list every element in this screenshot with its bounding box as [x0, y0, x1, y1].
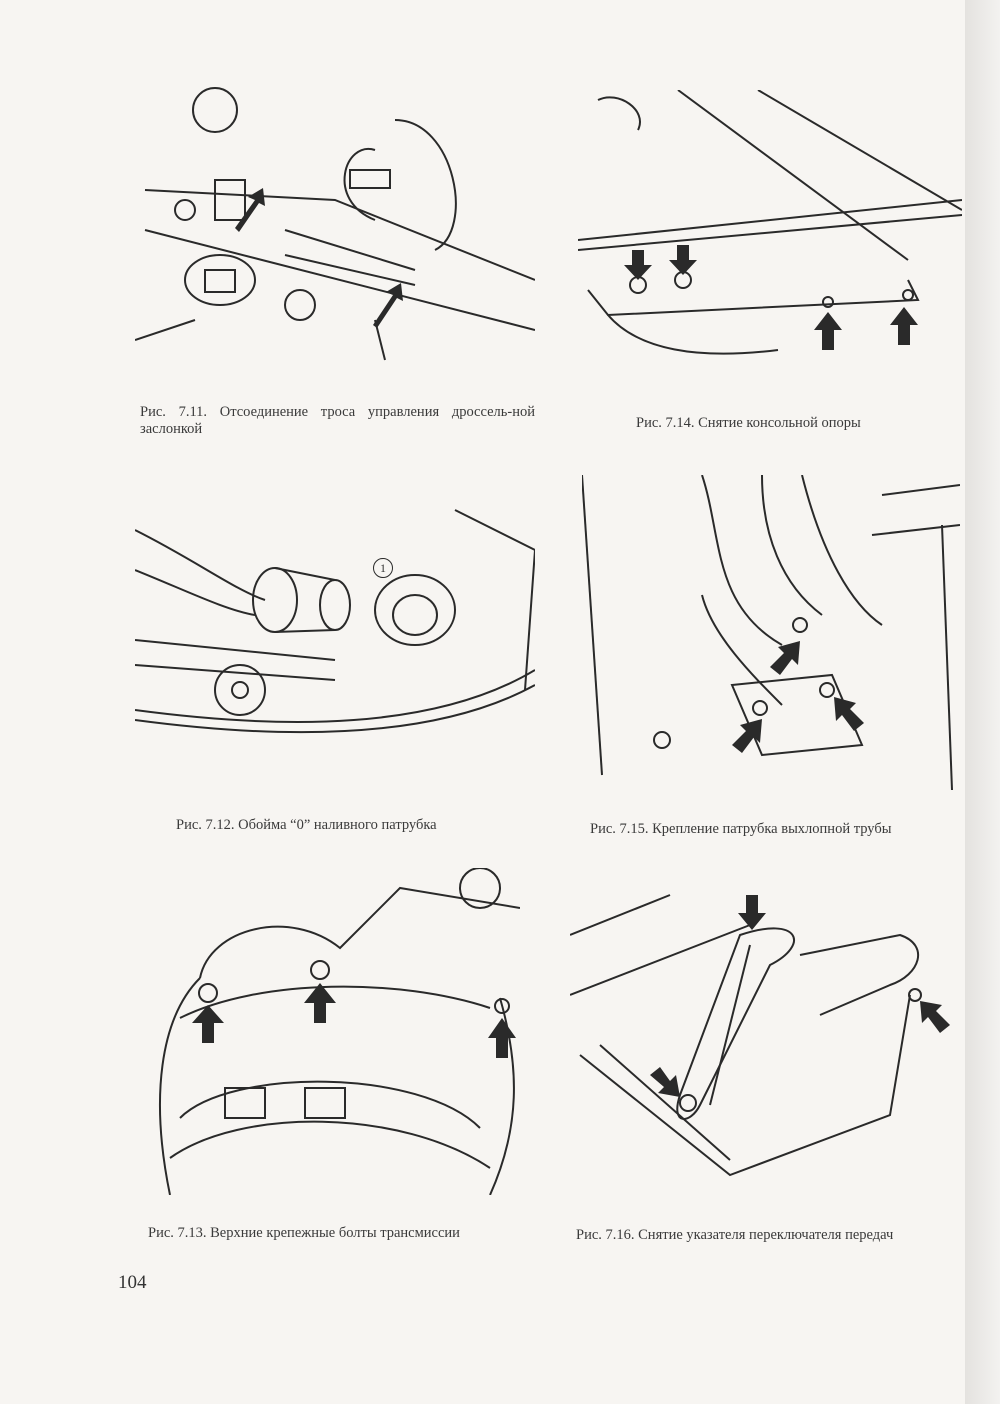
figure-7-16-illustration [570, 875, 962, 1195]
figure-7-15-illustration [582, 475, 960, 790]
figure-7-16-caption: Рис. 7.16. Снятие указателя переключател… [576, 1227, 894, 1243]
figure-7-15-caption: Рис. 7.15. Крепление патрубка выхлопной … [590, 821, 892, 837]
page-edge-shadow [965, 0, 1000, 1404]
figure-7-13-caption: Рис. 7.13. Верхние крепежные болты транс… [148, 1225, 460, 1241]
figure-7-12-caption: Рис. 7.12. Обойма “0” наливного патрубка [176, 817, 437, 833]
figure-7-11-caption: Рис. 7.11. Отсоединение троса управления… [140, 404, 535, 437]
figure-7-12-illustration: 1 [135, 490, 535, 740]
figure-7-14-illustration [578, 90, 962, 370]
page-number: 104 [118, 1272, 147, 1293]
figure-7-11-illustration [135, 80, 535, 380]
figure-7-13-illustration [140, 868, 520, 1195]
figure-7-14-caption: Рис. 7.14. Снятие консольной опоры [636, 415, 861, 431]
callout-1: 1 [373, 558, 393, 578]
